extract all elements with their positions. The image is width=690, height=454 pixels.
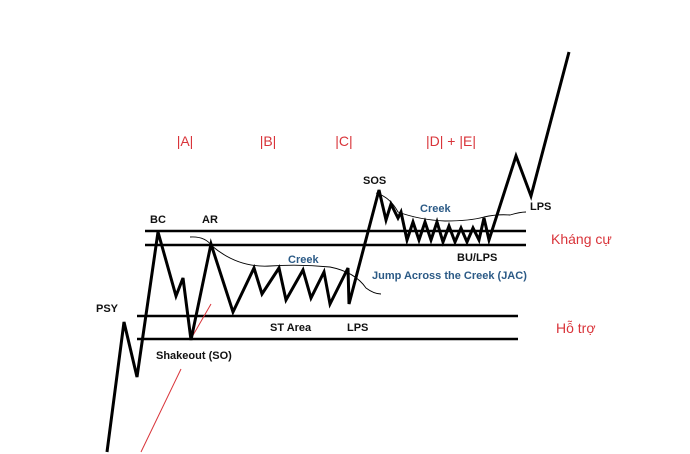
trend-line-upper [191, 303, 212, 338]
st-area-label: ST Area [270, 322, 312, 334]
shakeout-label: Shakeout (SO) [156, 350, 232, 362]
sos-label: SOS [363, 175, 386, 187]
phase-b-label: |B| [260, 133, 277, 149]
creek-right-label: Creek [420, 203, 451, 215]
phase-de-label: |D| + |E| [426, 133, 476, 149]
ar-label: AR [202, 214, 218, 226]
phase-a-label: |A| [177, 133, 194, 149]
trend-line [140, 368, 182, 453]
jac-label: Jump Across the Creek (JAC) [372, 270, 527, 282]
creek-left-label: Creek [288, 254, 319, 266]
bu-lps-label: BU/LPS [457, 252, 497, 264]
lps-e-label: LPS [530, 201, 551, 213]
creek-arc-right [375, 192, 527, 222]
lps-c-label: LPS [347, 322, 368, 334]
phase-c-label: |C| [335, 133, 352, 149]
psy-label: PSY [96, 303, 119, 315]
bc-label: BC [150, 214, 166, 226]
price-path [105, 51, 571, 453]
resistance-zone-label: Kháng cự [551, 231, 612, 247]
support-zone-label: Hỗ trợ [556, 320, 596, 336]
